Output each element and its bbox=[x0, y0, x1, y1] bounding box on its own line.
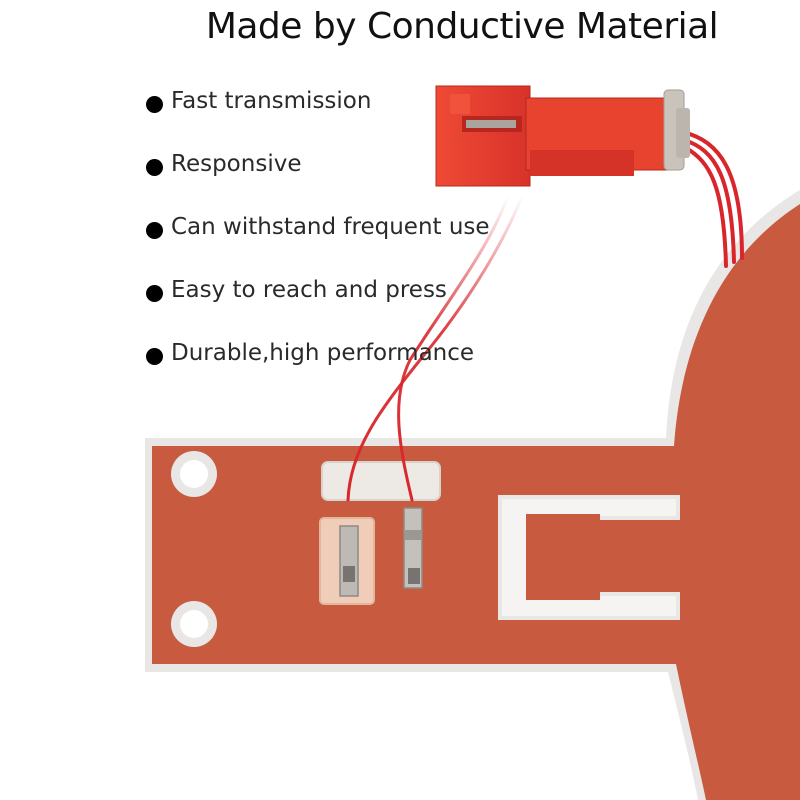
lead-wires bbox=[346, 194, 524, 502]
tail-wires bbox=[680, 130, 744, 268]
membrane-panel bbox=[145, 190, 800, 800]
feature-item: Responsive bbox=[146, 151, 490, 214]
cable-clip bbox=[321, 461, 441, 501]
feature-item: Easy to reach and press bbox=[146, 277, 490, 340]
feature-label: Fast transmission bbox=[171, 88, 372, 114]
contact-pad-left bbox=[319, 517, 375, 605]
feature-item: Fast transmission bbox=[146, 88, 490, 151]
feature-item: Can withstand frequent use bbox=[146, 214, 490, 277]
bullet-dot-icon bbox=[146, 96, 163, 113]
feature-label: Easy to reach and press bbox=[171, 277, 447, 303]
feature-label: Durable,high performance bbox=[171, 340, 475, 366]
bullet-dot-icon bbox=[146, 348, 163, 365]
feature-list: Fast transmission Responsive Can withsta… bbox=[146, 88, 490, 403]
bullet-dot-icon bbox=[146, 159, 163, 176]
feature-label: Responsive bbox=[171, 151, 302, 177]
mounting-hole bbox=[171, 451, 217, 497]
feature-item: Durable,high performance bbox=[146, 340, 490, 403]
contact-pad-right bbox=[403, 507, 423, 589]
feature-label: Can withstand frequent use bbox=[171, 214, 490, 240]
bullet-dot-icon bbox=[146, 222, 163, 239]
page-title: Made by Conductive Material bbox=[205, 6, 719, 47]
red-connector bbox=[435, 85, 690, 187]
bullet-dot-icon bbox=[146, 285, 163, 302]
mounting-hole bbox=[171, 601, 217, 647]
